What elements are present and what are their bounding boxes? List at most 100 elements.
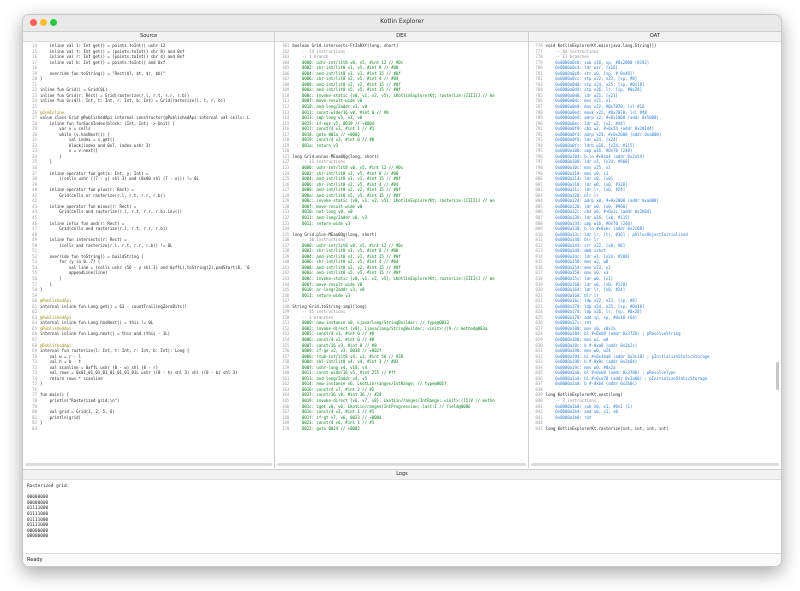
oat-line: 777 -- 64 instructions — [531, 49, 781, 55]
oat-line: 832 0x0000a194: bl #+0x3ba8 (addr 0x3c38… — [531, 354, 781, 360]
line-text: } — [40, 159, 53, 165]
line-text: } — [40, 153, 62, 159]
line-text: long Grid.minus-MEaa0Qg(long, short) — [292, 153, 380, 159]
line-number: 165 — [282, 398, 290, 403]
oat-pane-header: OAT — [528, 32, 781, 42]
line-text: boolean Grid.intersects-FtJaRXY(long, sh… — [292, 43, 399, 48]
line-number: 836 — [535, 375, 543, 381]
source-horizontal-scrollbar[interactable] — [25, 463, 273, 466]
line-text: Grid(cells or rasterize(r.l, r.t, r.r, r… — [40, 192, 166, 198]
line-number: 809 — [535, 226, 543, 232]
line-number: 808 — [535, 220, 543, 226]
oat-horizontal-scrollbar[interactable] — [530, 463, 779, 466]
line-number: 43 — [32, 203, 37, 209]
oat-line: 826 0x0000a17c: ret — [531, 320, 781, 326]
source-line: 67 — [25, 337, 274, 343]
line-text: 0x0000a19c: mov w0, #0x2a — [545, 364, 616, 370]
line-text: 000c: invoke-static {v0, v1, v2, v5}, LK… — [292, 275, 495, 281]
line-number: 110 — [282, 92, 290, 98]
line-text: 0x0000a0c8: str x0, [sp, #-0x40]! — [545, 70, 635, 76]
oat-line: 815 0x0000a150: mov w2, w0 — [531, 259, 781, 265]
line-number: 57 — [32, 281, 37, 287]
line-text: val w = r - l — [40, 353, 81, 359]
dex-line: 151 0000: new-instance v0, Ljava/lang/St… — [277, 320, 527, 326]
source-line: 56 } — [25, 276, 274, 282]
oat-line: 838 — [531, 387, 781, 393]
dex-line: 103 -- 1 branch — [277, 54, 527, 60]
line-number: 47 — [32, 226, 37, 232]
source-line: 82} — [25, 420, 274, 426]
dex-line: 141 0008: and-int/lit8 v2, v2, #int 15 /… — [277, 265, 527, 271]
line-number: 818 — [535, 275, 543, 281]
line-number: 795 — [535, 148, 543, 154]
line-number: 820 — [535, 287, 543, 293]
line-number: 159 — [282, 364, 290, 370]
line-text: 0011: return-wide v3 — [292, 292, 351, 298]
oat-line: 820 0x0000a164: ldr lr, [x0, #24] — [531, 287, 781, 293]
line-text: 000a: and-int/lit8 v5, v5, #int 15 // #0… — [292, 192, 401, 198]
line-number: 45 — [32, 214, 37, 220]
source-line: 31 val index = v.get() — [25, 137, 274, 143]
line-text: 0x0000a0cc: stp x22, x23, [sp, #8] — [545, 76, 638, 82]
line-number: 28 — [32, 120, 37, 126]
line-number: 137 — [282, 242, 290, 248]
oat-line: 780 0x0000a0c4: ldr wzr, [x16] — [531, 65, 781, 71]
oat-line: 844 — [531, 420, 781, 426]
line-number: 131 — [282, 209, 290, 215]
oat-line: 807 0x0000a130: ldr w16, [x0, #115] — [531, 215, 781, 221]
oat-vertical-scrollbar[interactable] — [775, 362, 779, 390]
line-number: 824 — [535, 309, 543, 315]
close-window-button[interactable] — [30, 19, 37, 26]
line-number: 22 — [32, 87, 37, 93]
source-pane[interactable]: Source 14 inline val l: Int get() = poin… — [23, 32, 276, 468]
line-text: 001c: iget v6, v6, LkotLin/ranges/IntPro… — [292, 403, 471, 409]
source-code-editor[interactable]: 14 inline val l: Int get() = points.toIn… — [23, 42, 274, 431]
line-number: 51 — [32, 248, 37, 254]
dex-line: 130 000f: move-result-wide v0 — [277, 204, 527, 210]
line-text: 0x0000a12c: cbz x0, #+0x3c (addr 0x2b04) — [545, 209, 652, 215]
dex-horizontal-scrollbar[interactable] — [277, 463, 526, 466]
dex-line: 129 000c: invoke-static {v0, v1, v2, v5}… — [277, 198, 527, 204]
dex-line: 158 000d: shl-int/lit8 v4, v4, #int 3 //… — [277, 359, 527, 365]
line-text: -- 14 instructions — [292, 48, 346, 54]
line-text: 0000: ushr-int/lit8 v0, v5, #int 12 // #… — [292, 165, 404, 171]
line-text: 0010: not-long v0, v0 — [292, 209, 353, 215]
line-text: 0x0000a148: dmb ishst — [545, 248, 606, 254]
line-text: 000a: and-int/lit8 v5, v5, #int 15 // #0… — [292, 87, 401, 93]
source-line: 46 inline infix fun and(r: Rect) = — [25, 221, 274, 227]
line-text: long Grid.plus-MEaa0Qg(long, short) — [292, 231, 377, 237]
source-line: 55 appendLine(line) — [25, 270, 274, 276]
line-number: 142 — [282, 270, 290, 276]
dex-line: 125 0004: and-int/lit8 v1, v1, #int 15 /… — [277, 176, 527, 182]
line-number: 789 — [535, 115, 543, 121]
line-number: 122 — [282, 159, 290, 165]
line-text: 0011: const-wide/16 v5, #int 255 // #ff — [292, 370, 396, 376]
line-number: 783 — [535, 81, 543, 87]
source-line: 43 inline operator fun minus(r: Rect) = — [25, 204, 274, 210]
minimize-window-button[interactable] — [40, 19, 47, 26]
line-text: inline operator fun minus(r: Rect) = — [40, 203, 137, 209]
line-number: 15 — [32, 48, 37, 54]
oat-line: 824 0x0000a174: ldp x26, lr, [sp, #0x28] — [531, 309, 781, 315]
line-number: 126 — [282, 181, 290, 187]
source-line: 62 — [25, 309, 274, 315]
line-text: 0017: const/4 v3, #int 1 // #1 — [292, 126, 375, 132]
line-text: v = v.next() — [40, 148, 98, 154]
line-number: 837 — [535, 381, 543, 387]
logs-output[interactable]: Rasterized grid: 00000000 00000000 01111… — [27, 484, 70, 540]
maximize-window-button[interactable] — [50, 19, 57, 26]
dex-line: 136 -- 10 instructions — [277, 237, 527, 243]
dex-line: 116 0017: const/4 v3, #int 1 // #1 — [277, 126, 527, 132]
line-text: 0021: const/4 v6, #int 1 // #1 — [292, 420, 375, 426]
line-text: 0x0000a1a0: bl #+0xb0 (addr 0x3780) ; pR… — [545, 370, 676, 376]
source-line: 47 Grid(cells and rasterize(r.l, r.t, r.… — [25, 226, 274, 232]
line-number: 144 — [282, 281, 290, 287]
dex-line: 163 0016: const/4 v7, #int 2 // #2 — [277, 387, 527, 393]
line-text: 0006: shr-int/lit8 v2, v5, #int 4 // #04 — [292, 76, 399, 82]
line-number: 833 — [535, 359, 543, 365]
